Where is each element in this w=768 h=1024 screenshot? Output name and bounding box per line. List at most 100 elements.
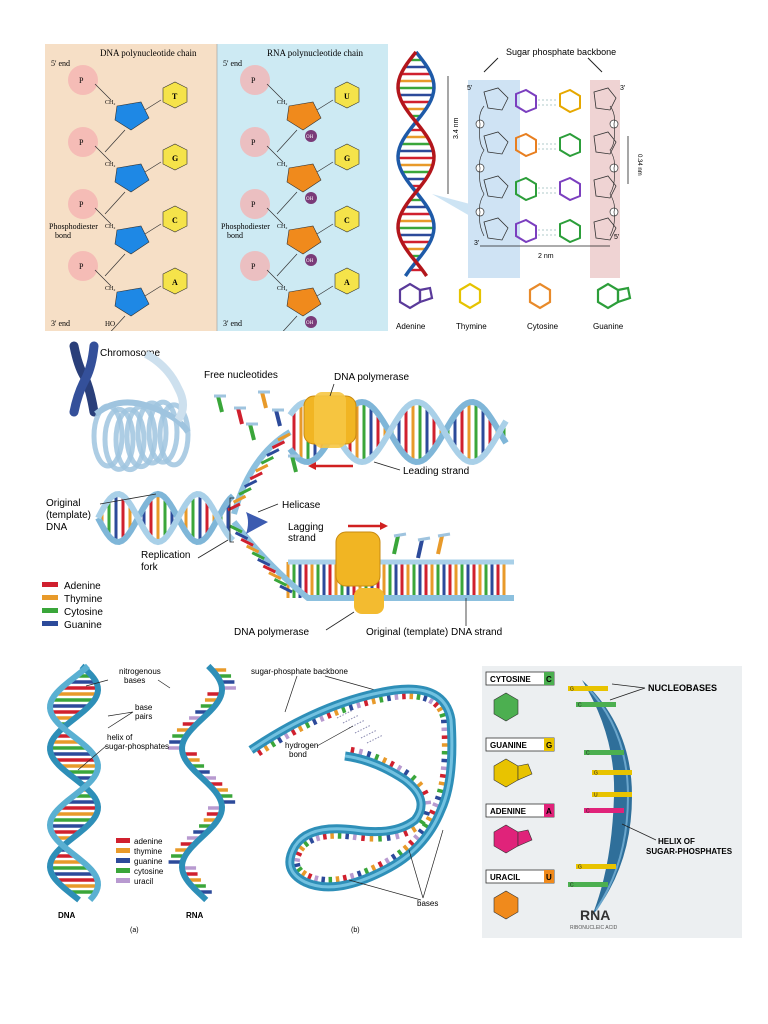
nucleobase-pentagon [517, 763, 533, 781]
glycosidic-bond [144, 223, 162, 235]
dna-rna-svg: nitrogenous bases base pairs helix of su… [46, 663, 236, 934]
base-ring [162, 205, 188, 233]
oh-label: OH [306, 259, 314, 264]
leading-strand-label: Leading strand [403, 466, 469, 477]
nucleobase-ring [493, 890, 519, 920]
nucleobase-ring [493, 758, 519, 788]
phosphodiester-link [110, 315, 126, 331]
phosphodiester-link [276, 191, 298, 215]
helix-of-label-6: HELIX OF [658, 837, 695, 846]
dna-polymerase-bottom-label: DNA polymerase [234, 627, 309, 638]
ch2-label: CH₂ [105, 162, 115, 168]
ch2-label: CH₂ [277, 100, 287, 106]
rna-three-end: 3' end [223, 319, 242, 328]
bases-label-b: bases [417, 899, 438, 908]
fork-bracket [229, 497, 234, 543]
helix-structure-svg: Sugar phosphate backbone 3.4 nm 5' 3' 3'… [388, 44, 650, 331]
coil-connector [94, 399, 191, 434]
fork-rung-bottom [234, 531, 249, 541]
legend-swatch-uracil [116, 878, 130, 883]
replication-fork-label-1: Replication [141, 550, 190, 561]
base-label-adenine: Adenine [396, 322, 426, 331]
dna-coil-loop [146, 399, 180, 465]
right-sugar [593, 131, 617, 155]
base-label-thymine: Thymine [456, 322, 487, 331]
left-base [515, 88, 537, 114]
left-base [515, 132, 537, 158]
double-helix-structure-panel: Sugar phosphate backbone 3.4 nm 5' 3' 3'… [388, 44, 650, 331]
rna-subtitle: RIBONUCLEIC ACID [570, 925, 618, 931]
rung-letter: C [586, 751, 590, 757]
helix-strand-2 [396, 50, 436, 277]
phosphodiester-link [276, 253, 298, 277]
dna-polymerase-top [303, 392, 357, 448]
glycosidic-bond [144, 285, 162, 297]
replication-svg: Chromosome Free nucleotides DNA polymera… [42, 341, 514, 638]
phosphodiester-link [104, 129, 126, 153]
free-nucleotides-label: Free nucleotides [204, 370, 278, 381]
dna-coil-loop [113, 407, 147, 473]
sugar-phosphates-label: sugar-phosphates [105, 742, 169, 751]
sugar-ring [286, 101, 322, 131]
sugar-phosphate-backbone-label: sugar-phosphate backbone [251, 667, 349, 676]
nucleobase-ring [493, 824, 519, 854]
dna-chain-title: DNA polynucleotide chain [100, 48, 197, 58]
hydroxyl-group [305, 254, 317, 266]
base-letter: G [344, 154, 350, 163]
hydrogen-bond-dash [360, 729, 378, 739]
card-letter-badge [544, 738, 554, 751]
width-2nm: 2 nm [538, 253, 554, 260]
nucleobases-label: NUCLEOBASES [648, 683, 717, 693]
pairs-label: pairs [135, 712, 152, 721]
right-backbone-line [609, 105, 615, 237]
legend-label-guanine: Guanine [64, 620, 102, 631]
sugar-ring [286, 287, 322, 317]
ch2-label: CH₂ [277, 286, 287, 292]
free-nucleotide [274, 409, 282, 427]
card-name-guanine: GUANINE [490, 741, 528, 750]
free-nucleotide-sugar [393, 532, 407, 538]
rung-letter: C [578, 703, 582, 709]
sugar-phosphate-backbone-title: Sugar phosphate backbone [506, 47, 616, 57]
glycosidic-bond [316, 285, 334, 297]
rna-folded-svg: sugar-phosphate backbone hydrogen bond b… [248, 667, 457, 934]
legend-swatch-thymine [42, 595, 58, 600]
rung-letter: C [570, 883, 574, 889]
card-letter-G: G [546, 741, 552, 750]
dna-coil-loop [102, 406, 136, 472]
rna-bond-label: bond [227, 231, 243, 240]
left-base [515, 218, 537, 244]
dna-rna-comparison-panel: nitrogenous bases base pairs helix of su… [38, 660, 242, 936]
left-backbone-shade [468, 80, 520, 278]
phosphate-group [68, 189, 98, 219]
free-nucleotide [216, 395, 224, 413]
sugar-ring [286, 163, 322, 193]
free-nucleotide-sugar [437, 532, 451, 538]
fork-rung-top [243, 479, 258, 489]
legend-label-adenine: Adenine [64, 581, 101, 592]
card-letter-C: C [546, 675, 552, 684]
legend-swatch-guanine [116, 858, 130, 863]
base-letter: T [172, 92, 178, 101]
dna-backbone-a [46, 663, 102, 903]
rung-letter: G [570, 687, 574, 693]
rise-0.34nm: 0.34 nm [636, 154, 642, 176]
base-pentagon [418, 286, 434, 304]
ladder-five-prime-top: 5' [467, 85, 472, 92]
original-template-label-2: (template) [46, 510, 91, 521]
glycosidic-bond [316, 99, 334, 111]
nucleobase-pentagon [517, 829, 533, 847]
sugar-ring [114, 163, 150, 193]
phosphate-group [240, 189, 270, 219]
sugar-ring [114, 225, 150, 255]
base-letter: A [344, 278, 350, 287]
base-ring [334, 267, 360, 295]
phosphodiester-link [104, 253, 126, 277]
card-letter-badge [544, 804, 554, 817]
dna-phosphodiester-label: Phosphodiester [49, 222, 98, 231]
card-name-uracil: URACIL [490, 873, 520, 882]
polynucleotide-svg: DNA polynucleotide chain RNA polynucleot… [45, 44, 388, 331]
phosphate-group [68, 251, 98, 281]
right-base [559, 88, 581, 114]
